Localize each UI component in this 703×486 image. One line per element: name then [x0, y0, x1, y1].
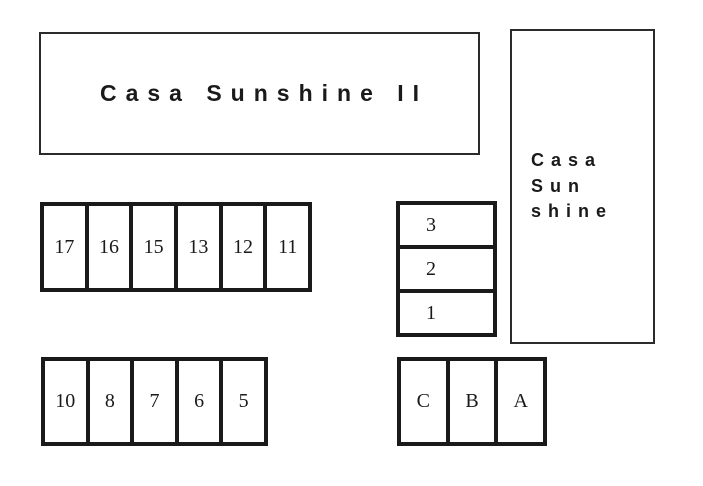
unit-cell[interactable]: C: [401, 361, 450, 442]
unit-cell[interactable]: B: [449, 361, 499, 442]
unit-cell[interactable]: 17: [44, 206, 89, 288]
tower-label-line-1: Casa: [531, 150, 603, 171]
unit-cell[interactable]: 13: [178, 206, 223, 288]
unit-cell[interactable]: 8: [89, 361, 135, 442]
tower-label: Casa Sun shine: [512, 148, 613, 225]
unit-row-lower: 10 8 7 6 5: [41, 357, 268, 446]
unit-cell[interactable]: 2: [400, 249, 493, 293]
unit-cell[interactable]: A: [498, 361, 544, 442]
unit-cell[interactable]: 15: [133, 206, 179, 288]
unit-cell[interactable]: 16: [88, 206, 134, 288]
unit-stack-numeric: 3 2 1: [396, 201, 497, 337]
tower-box: Casa Sun shine: [510, 29, 655, 344]
unit-row-letters: C B A: [397, 357, 547, 446]
unit-cell[interactable]: 11: [267, 206, 309, 288]
unit-cell[interactable]: 5: [223, 361, 264, 442]
tower-label-line-3: shine: [531, 201, 614, 222]
tower-label-line-2: Sun: [531, 175, 586, 196]
unit-cell[interactable]: 10: [45, 361, 90, 442]
unit-cell[interactable]: 12: [222, 206, 268, 288]
unit-row-upper: 17 16 15 13 12 11: [40, 202, 312, 292]
unit-cell[interactable]: 3: [400, 205, 493, 249]
unit-cell[interactable]: 1: [400, 293, 493, 333]
title-box: Casa Sunshine II: [39, 32, 480, 155]
unit-cell[interactable]: 6: [178, 361, 224, 442]
title-text: Casa Sunshine II: [99, 80, 429, 106]
unit-cell[interactable]: 7: [134, 361, 179, 442]
